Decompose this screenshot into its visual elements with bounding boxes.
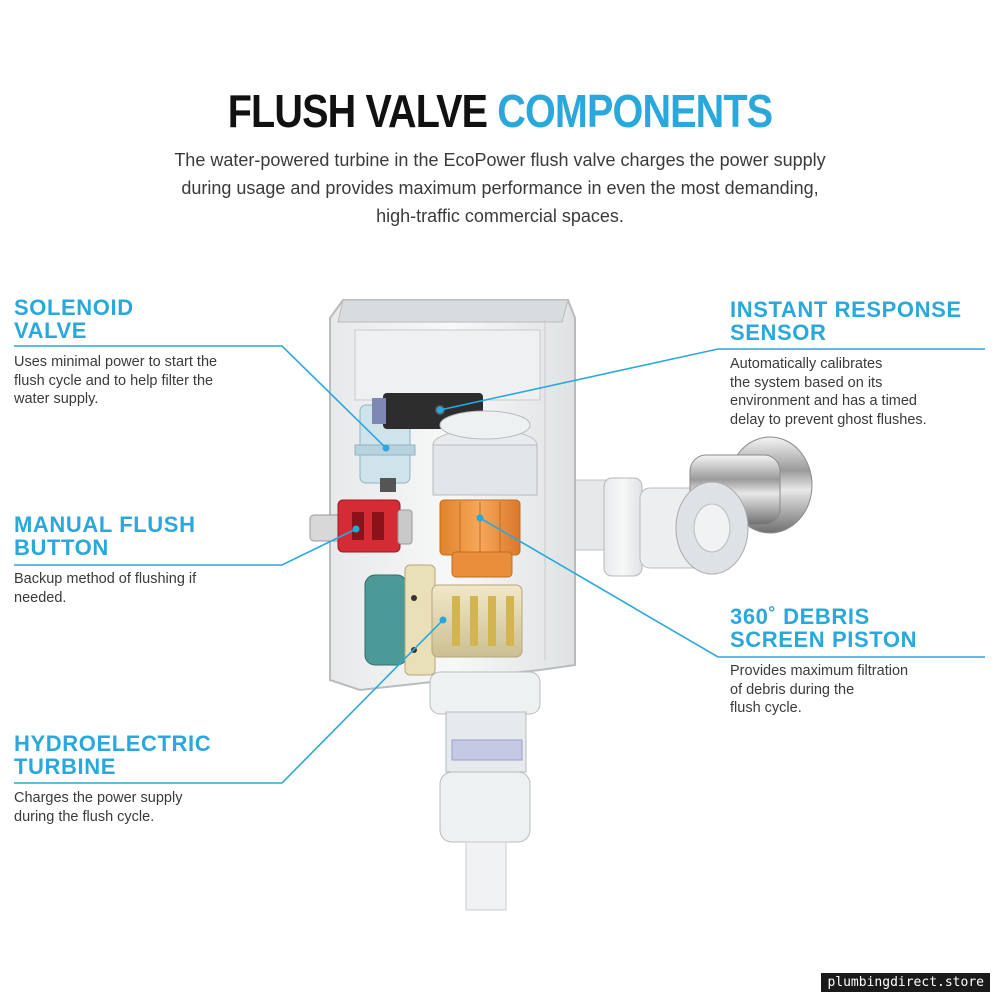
intro-line: during usage and provides maximum perfor… (181, 178, 819, 198)
label-line: VALVE (14, 318, 88, 343)
piston-cap (432, 410, 538, 496)
leader-line-piston (479, 517, 985, 658)
leader-dot-turbine (439, 616, 447, 624)
label-line: 360˚ DEBRIS (730, 604, 870, 629)
solenoid-valve-description: Uses minimal power to start the flush cy… (14, 353, 217, 409)
desc-line: of debris during the (730, 681, 855, 698)
leader-line-dots (352, 406, 484, 624)
watermark: plumbingdirect.store (821, 973, 990, 992)
label-line: SOLENOID (14, 295, 134, 320)
leader-dot-solenoid (382, 444, 390, 452)
desc-line: water supply. (14, 391, 99, 407)
label-line: SCREEN PISTON (730, 627, 918, 652)
desc-line: flush cycle. (730, 700, 802, 716)
desc-line: environment and has a timed (730, 393, 917, 409)
page-title: FLUSH VALVE COMPONENTS (70, 84, 930, 138)
hydroelectric-turbine-part (364, 564, 523, 676)
hydroelectric-turbine-description: Charges the power supply during the flus… (14, 789, 182, 826)
intro-line: high-traffic commercial spaces. (376, 206, 624, 226)
label-line: INSTANT RESPONSE (730, 297, 962, 322)
manual-flush-button-description: Backup method of flushing if needed. (14, 570, 196, 607)
desc-line: flush cycle and to help filter the (14, 372, 214, 389)
leader-line-manual-flush (14, 528, 357, 566)
leader-dot-manual-flush (352, 525, 360, 533)
label-line: HYDROELECTRIC (14, 731, 212, 756)
label-line: MANUAL FLUSH (14, 512, 196, 537)
instant-response-sensor-label: INSTANT RESPONSE SENSOR (730, 298, 962, 344)
label-line: BUTTON (14, 535, 109, 560)
desc-line: the system based on its (730, 374, 883, 391)
desc-line: Backup method of flushing if (14, 571, 197, 587)
desc-line: Automatically calibrates (730, 356, 883, 372)
desc-line: delay to prevent ghost flushes. (730, 411, 927, 428)
leader-line-turbine (14, 619, 444, 784)
leader-line-sensor (439, 348, 985, 411)
solenoid-valve-label: SOLENOID VALVE (14, 296, 134, 342)
label-line: SENSOR (730, 320, 827, 345)
debris-screen-piston-description: Provides maximum filtration of debris du… (730, 662, 908, 718)
title-part-1: FLUSH VALVE (227, 85, 488, 137)
debris-screen-piston-label: 360˚ DEBRIS SCREEN PISTON (730, 605, 917, 651)
instant-response-sensor-description: Automatically calibrates the system base… (730, 355, 927, 429)
desc-line: needed. (14, 589, 67, 606)
desc-line: during the flush cycle. (14, 808, 155, 825)
intro-paragraph: The water-powered turbine in the EcoPowe… (60, 146, 940, 230)
leader-line-solenoid (14, 345, 387, 449)
desc-line: Charges the power supply (14, 790, 183, 806)
leader-dot-piston (476, 514, 484, 522)
title-part-2: COMPONENTS (497, 85, 773, 137)
leader-lines (14, 345, 985, 784)
manual-flush-button-label: MANUAL FLUSH BUTTON (14, 513, 196, 559)
label-line: TURBINE (14, 754, 116, 779)
chrome-supply-elbow (554, 436, 813, 577)
debris-screen-piston-part (439, 499, 521, 578)
intro-line: The water-powered turbine in the EcoPowe… (174, 150, 826, 170)
desc-line: Provides maximum filtration (730, 663, 909, 679)
hydroelectric-turbine-label: HYDROELECTRIC TURBINE (14, 732, 211, 778)
leader-dot-sensor (436, 406, 444, 414)
desc-line: Uses minimal power to start the (14, 354, 218, 370)
manual-flush-button-part (309, 499, 413, 553)
outlet-tube (429, 671, 541, 911)
